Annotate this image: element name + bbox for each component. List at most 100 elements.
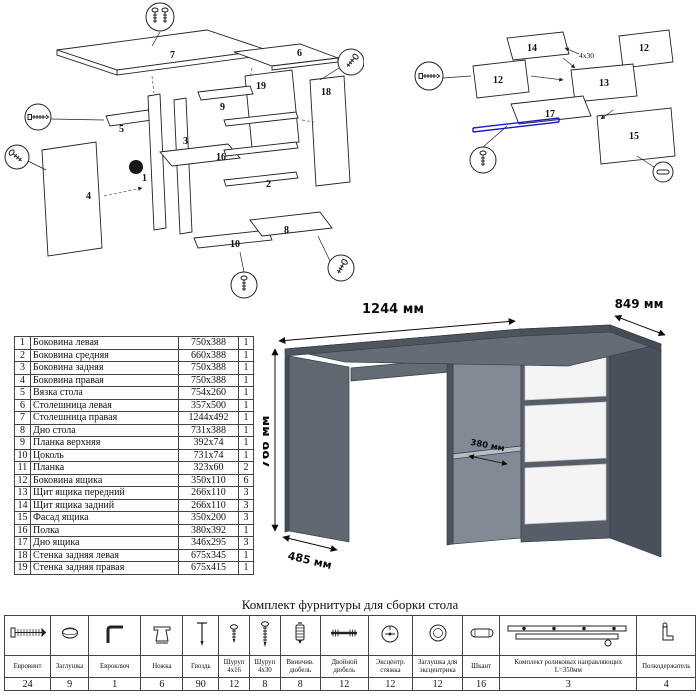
part-name: Полка — [30, 523, 179, 537]
part-qty: 1 — [238, 348, 254, 362]
part-qty: 3 — [238, 486, 254, 500]
part-label: 17 — [545, 109, 555, 120]
part-number: 1 — [14, 336, 31, 350]
part-size: 754x260 — [178, 386, 239, 400]
drawer-side-panel-left — [472, 59, 530, 99]
part-qty: 1 — [238, 398, 254, 412]
drawer-rail-1 — [223, 111, 299, 127]
drawer-callouts — [414, 61, 674, 183]
part-qty: 1 — [238, 386, 254, 400]
part-name: Боковина правая — [30, 373, 179, 387]
part-size: 266x110 — [178, 486, 239, 500]
left-side-panel — [288, 355, 350, 543]
cap-cell — [50, 615, 90, 656]
hardware-icons-row — [3, 615, 696, 656]
hardware-qty: 12 — [367, 677, 413, 691]
wood-dowel-icon — [470, 628, 494, 638]
hardware-callouts — [4, 2, 364, 299]
hardware-name: Двойной дюбель — [319, 655, 369, 678]
hardware-name: Евровинт — [3, 655, 52, 678]
shelf-pin-icon — [662, 622, 674, 641]
eurobolt-cell — [3, 615, 52, 656]
part-size: 323x60 — [178, 461, 239, 475]
drawer-front-2 — [524, 401, 607, 463]
eurobolt-icon — [10, 627, 46, 638]
dowel-icon — [656, 169, 670, 175]
hardware-qty: 8 — [248, 677, 281, 691]
hardware-name: Эксцентр. стяжка — [367, 655, 413, 678]
cap-icon — [62, 627, 79, 639]
part-size: 1244x492 — [178, 411, 239, 425]
part-size: 392x74 — [178, 436, 239, 450]
assembled-desk-render: 1244 мм 849 мм 766 мм 485 мм 380 мм — [263, 297, 666, 572]
part-qty: 1 — [238, 423, 254, 437]
part-name: Боковина задняя — [30, 361, 179, 375]
drawer-panels — [472, 29, 676, 165]
hardware-qty: 4 — [636, 677, 696, 691]
part-label: 19 — [256, 81, 266, 92]
drawer-rail-2 — [223, 141, 299, 157]
hardware-qty: 9 — [50, 677, 90, 691]
part-name: Дно ящика — [30, 536, 179, 550]
part-number: 5 — [14, 386, 31, 400]
part-size: 750x388 — [178, 336, 239, 350]
part-number: 11 — [14, 461, 31, 475]
part-qty: 1 — [238, 373, 254, 387]
exploded-panels — [41, 29, 351, 257]
part-number: 2 — [14, 348, 31, 362]
part-size: 346x295 — [178, 536, 239, 550]
hardware-qty: 12 — [319, 677, 369, 691]
part-qty: 3 — [238, 536, 254, 550]
drawer-slides-icon — [507, 625, 627, 647]
part-label: 1 — [142, 173, 147, 184]
hardware-qty: 12 — [218, 677, 250, 691]
drawer-slide-highlight — [472, 117, 560, 133]
double-dowel-icon — [331, 629, 358, 637]
part-size: 750x388 — [178, 361, 239, 375]
screw-size-note: 4x30 — [579, 51, 594, 60]
panel-bottom — [249, 211, 333, 237]
panel-side-1 — [147, 93, 167, 231]
part-size: 380x392 — [178, 523, 239, 537]
part-name: Боковина ящика — [30, 473, 179, 487]
part-number: 12 — [14, 473, 31, 487]
screw-in-dowel-icon — [295, 622, 305, 644]
part-number: 19 — [14, 561, 31, 575]
dim-line-depth — [614, 314, 666, 337]
panel-shelf — [159, 143, 241, 167]
part-label: 12 — [493, 75, 503, 86]
hardware-qty: 24 — [3, 677, 52, 691]
hardware-name: Ножка — [140, 655, 184, 678]
drawer-front-inner-panel — [570, 63, 638, 103]
assembly-guides — [103, 67, 315, 197]
screw-4x30-icon — [260, 621, 269, 647]
part-qty: 1 — [238, 448, 254, 462]
part-label: 18 — [321, 87, 331, 98]
dim-line-front-depth — [282, 535, 338, 552]
hardware-qty: 12 — [411, 677, 464, 691]
left-panel-edge — [284, 355, 290, 533]
part-size: 660x388 — [178, 348, 239, 362]
part-number: 9 — [14, 436, 31, 450]
drawer-facade-panel — [596, 107, 676, 165]
part-label: 7 — [170, 50, 175, 61]
part-number: 4 — [14, 373, 31, 387]
hardware-names-row: Евровинт Заглушка Евроключ Ножка Гвоздь … — [3, 655, 696, 678]
dim-depth-label: 849 мм — [615, 297, 664, 311]
part-qty: 1 — [238, 436, 254, 450]
hardware-name: Евроключ — [88, 655, 142, 678]
panel-top-left-edge — [56, 49, 118, 76]
hardware-qty-row: 24 9 1 6 90 12 8 8 12 12 12 16 3 4 — [3, 677, 696, 691]
part-qty: 1 — [238, 561, 254, 575]
hardware-kit-title: Комплект фурнитуры для сборки стола — [241, 597, 459, 612]
